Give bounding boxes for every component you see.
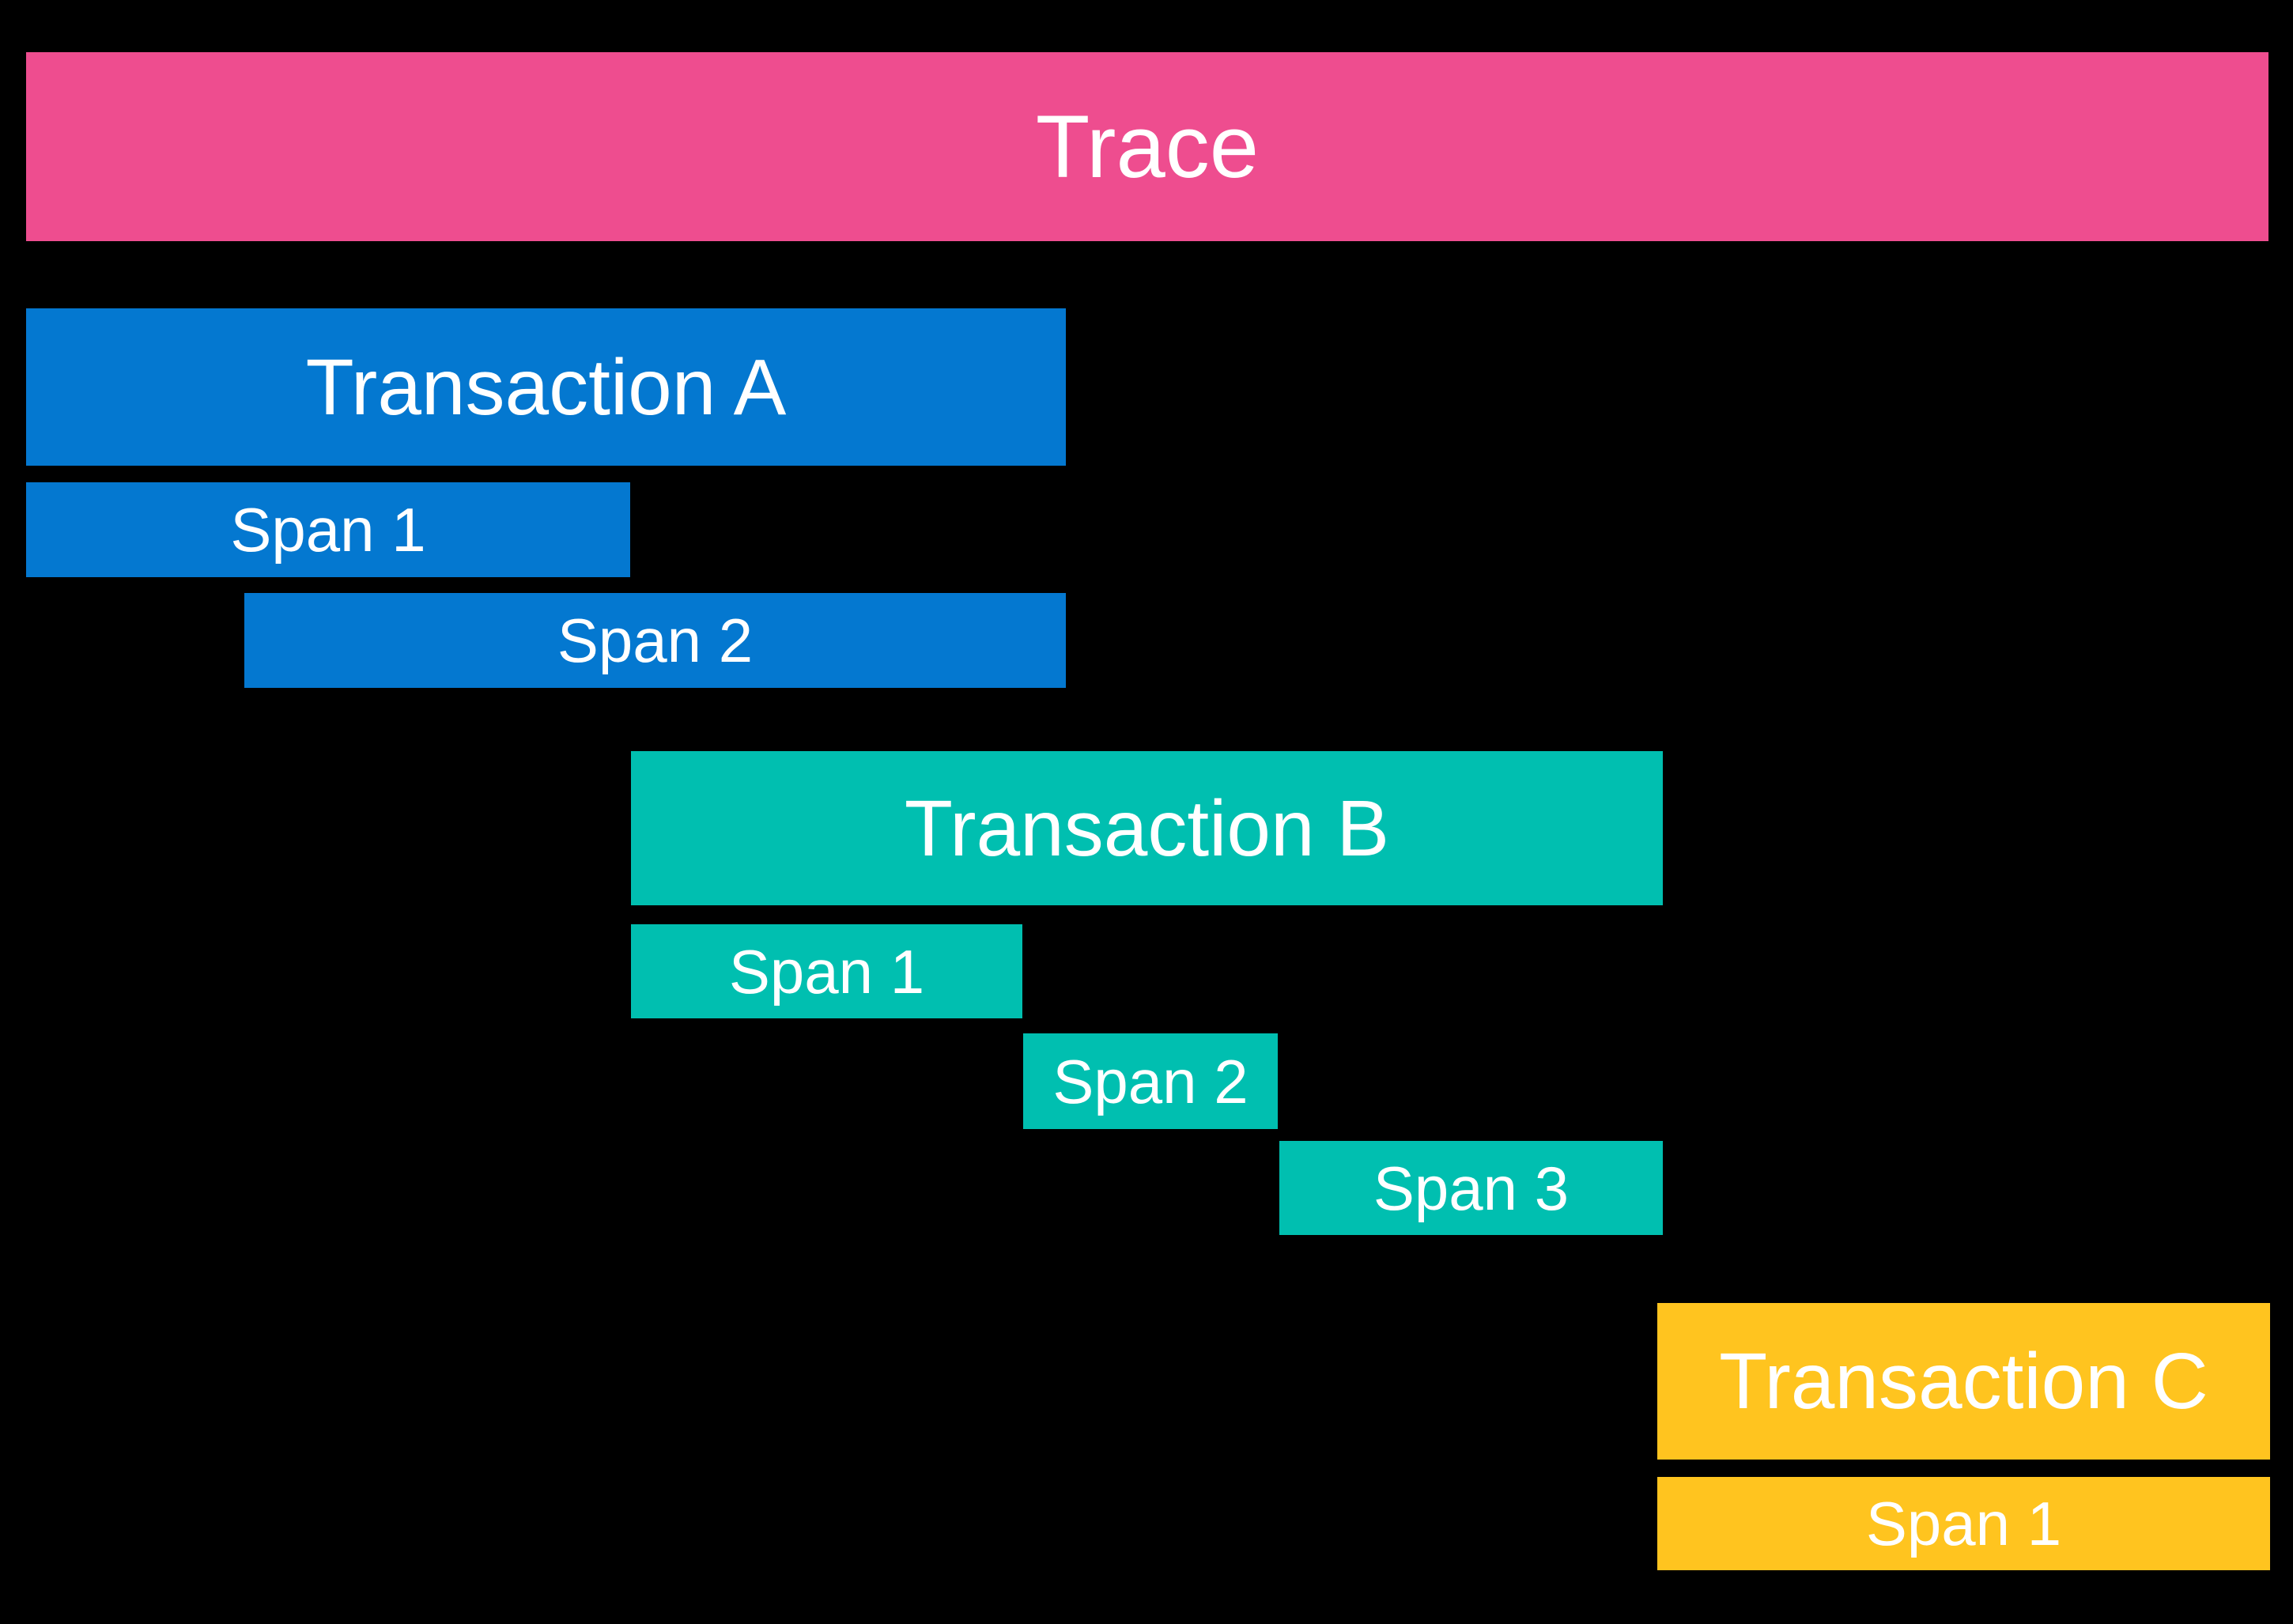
transaction-b-span-2-bar-label: Span 2 — [1052, 1046, 1248, 1116]
transaction-a-span-2-bar: Span 2 — [244, 593, 1066, 688]
transaction-b-span-1-bar: Span 1 — [631, 924, 1022, 1018]
trace-bar: Trace — [26, 52, 2268, 241]
transaction-b-bar: Transaction B — [631, 751, 1663, 905]
transaction-a-bar: Transaction A — [26, 308, 1066, 466]
transaction-b-bar-label: Transaction B — [904, 784, 1390, 873]
transaction-a-span-1-bar: Span 1 — [26, 482, 630, 577]
transaction-b-span-2-bar: Span 2 — [1023, 1033, 1278, 1129]
transaction-a-span-2-bar-label: Span 2 — [557, 606, 754, 675]
transaction-b-span-1-bar-label: Span 1 — [728, 936, 925, 1007]
transaction-c-span-1-bar-label: Span 1 — [1865, 1489, 2062, 1558]
transaction-c-span-1-bar: Span 1 — [1657, 1477, 2270, 1570]
trace-bar-label: Trace — [1035, 96, 1260, 196]
transaction-a-bar-label: Transaction A — [305, 342, 787, 432]
transaction-c-bar: Transaction C — [1657, 1303, 2270, 1460]
transaction-c-bar-label: Transaction C — [1719, 1337, 2208, 1426]
transaction-a-span-1-bar-label: Span 1 — [230, 495, 426, 565]
transaction-b-span-3-bar-label: Span 3 — [1373, 1153, 1570, 1223]
transaction-b-span-3-bar: Span 3 — [1279, 1141, 1663, 1235]
